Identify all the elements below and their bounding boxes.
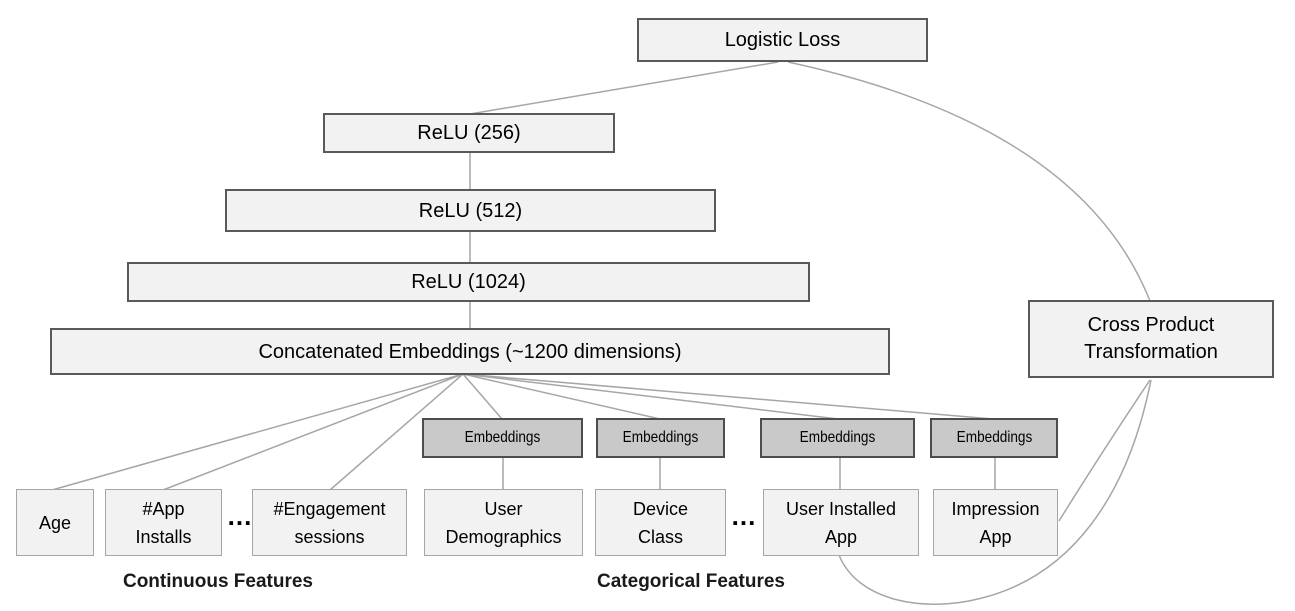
node-engagement-sessions-feature: #Engagement sessions (252, 489, 407, 556)
edge-concat-embed1 (462, 373, 503, 420)
node-device-class-feature: Device Class (595, 489, 726, 556)
edge-concat-embed4 (462, 373, 994, 420)
node-impression-app-feature: Impression App (933, 489, 1058, 556)
edge-user-installed-app-to-cross-product (838, 379, 1152, 605)
edge-loss-to-relu256 (469, 61, 779, 115)
node-user-demographics-feature: User Demographics (424, 489, 583, 556)
node-concatenated-embeddings: Concatenated Embeddings (~1200 dimension… (50, 328, 890, 375)
edge-concat-age (51, 373, 464, 491)
edge-concat-app-installs (162, 373, 464, 491)
node-age-feature: Age (16, 489, 94, 556)
continuous-features-label: Continuous Features (122, 571, 313, 592)
embeddings-label: Embeddings (799, 428, 876, 446)
ellipsis-continuous-features: ... (227, 501, 253, 531)
node-cross-product-transformation: Cross Product Transformation (1028, 300, 1274, 378)
edge-concat-embed3 (462, 373, 839, 420)
node-relu-256: ReLU (256) (323, 113, 615, 153)
edge-concat-embed2 (462, 373, 661, 420)
node-app-installs-feature: #App Installs (105, 489, 222, 556)
node-logistic-loss: Logistic Loss (637, 18, 928, 62)
node-embeddings-1: Embeddings (422, 418, 583, 458)
embeddings-label: Embeddings (622, 428, 699, 446)
embeddings-label: Embeddings (956, 428, 1032, 446)
node-relu-512: ReLU (512) (225, 189, 716, 232)
edge-loss-to-cross-product (787, 61, 1151, 302)
edge-concat-engagement (329, 373, 464, 491)
node-relu-1024: ReLU (1024) (127, 262, 810, 302)
node-embeddings-4: Embeddings (930, 418, 1058, 458)
node-embeddings-3: Embeddings (760, 418, 915, 458)
categorical-features-label: Categorical Features (597, 571, 785, 592)
ellipsis-categorical-features: ... (731, 501, 757, 531)
node-user-installed-app-feature: User Installed App (763, 489, 919, 556)
node-embeddings-2: Embeddings (596, 418, 725, 458)
embeddings-label: Embeddings (464, 428, 541, 446)
edge-impression-app-to-cross-product (1058, 379, 1151, 522)
